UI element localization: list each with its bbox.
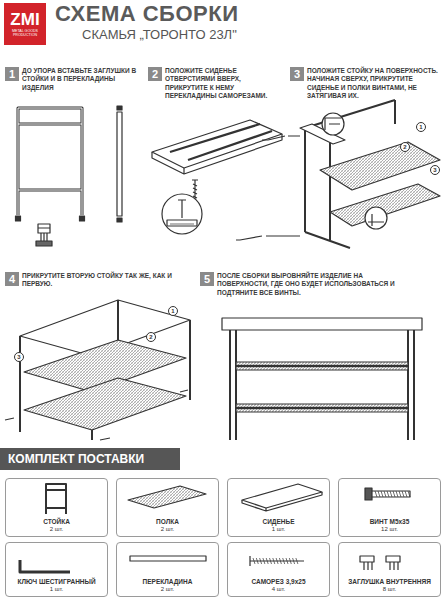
thread-stroke [283,558,285,564]
node-subtext: 2 шт. [50,526,64,533]
thread-stroke [273,558,275,564]
node-text: КОМПЛЕКТ ПОСТАВКИ [8,452,144,466]
node-text: 2 [152,68,158,80]
callout-number: 3 [14,352,24,362]
node-subtext: 4 шт. [272,586,286,593]
node-text: ПОЛКА [156,518,179,526]
node-text: 5 [204,273,210,285]
node-subtext: 12 шт. [381,526,398,533]
thread-stroke [296,558,298,564]
thread-stroke [289,558,291,564]
callout-number: 2 [146,332,156,342]
thread-stroke [387,491,389,497]
logo-box: ZMI METAL GOODS PRODUCTION [4,3,46,45]
node-text: 3 [433,167,436,173]
thread-stroke [279,558,281,564]
thread-stroke [384,491,386,497]
node-text: 1 [9,68,15,80]
step-number: 5 [200,272,214,286]
step-instruction: ПОСЛЕ СБОРКИ ВЫРОВНЯЙТЕ ИЗДЕЛИЕ НА ПОВЕР… [217,272,402,297]
thread-stroke [375,491,377,497]
node-text: ЗАГЛУШКА ВНУТРЕННЯЯ [348,578,431,586]
part-box: СИДЕНЬЕ1 шт. [227,478,330,537]
thread-stroke [408,491,410,497]
node-subtext: 2 шт. [161,586,175,593]
step-number: 3 [290,67,304,81]
thread-stroke [396,491,398,497]
part-box: ПЕРЕКЛАДИНА2 шт. [116,542,219,597]
thread-stroke [399,491,401,497]
step-instruction: ПРИКРУТИТЕ ВТОРУЮ СТОЙКУ ТАК ЖЕ, КАК И П… [22,272,172,289]
node-text: САМОРЕЗ 3,9х25 [251,578,305,586]
thread-stroke [393,491,395,497]
node-subtext: 1 шт. [272,526,286,533]
thread-stroke [381,491,383,497]
node-text: ВИНТ М5х35 [370,518,410,526]
node-text: СИДЕНЬЕ [262,518,294,526]
thread-stroke [266,558,268,564]
step-number: 1 [5,67,19,81]
section-banner: КОМПЛЕКТ ПОСТАВКИ [0,448,180,470]
node-subtext: 1 шт. [50,586,64,593]
node-subtext: METAL GOODS PRODUCTION [6,30,44,38]
node-text: 3 [17,354,20,360]
thread-stroke [402,491,404,497]
callout-number: 1 [168,306,178,316]
node-text: ZMI [10,11,39,28]
callout-number: 2 [400,142,410,152]
callout-number: 3 [430,165,440,175]
node-text: ПЕРЕКЛАДИНА [143,578,193,586]
part-box: САМОРЕЗ 3,9х254 шт. [227,542,330,597]
part-box: КЛЮЧ ШЕСТИГРАННЫЙ1 шт. [5,542,108,597]
step-number: 2 [148,67,162,81]
step-instruction: ДО УПОРА ВСТАВЬТЕ ЗАГЛУШКИ В СТОЙКИ И В … [22,67,140,92]
thread-stroke [260,558,262,564]
thread-stroke [256,558,258,564]
thread-stroke [270,558,272,564]
thread-stroke [405,491,407,497]
node-text: 2 [149,334,152,340]
thread-stroke [378,491,380,497]
page-title: СХЕМА СБОРКИ [55,1,238,27]
part-box: СТОЙКА2 шт. [5,478,108,537]
step-instruction: ПОЛОЖИТЕ СИДЕНЬЕ ОТВЕРСТИЯМИ ВВЕРХ, ПРИК… [165,67,283,101]
thread-stroke [253,558,255,564]
node-text: 1 [419,124,422,130]
step-instruction: ПОЛОЖИТЕ СТОЙКУ НА ПОВЕРХНОСТЬ. НАЧИНАЯ … [307,67,442,101]
node-text: 1 [171,308,174,314]
thread-stroke [293,558,295,564]
part-box: ВИНТ М5х3512 шт. [338,478,441,537]
thread-stroke [276,558,278,564]
node-text: 3 [294,68,300,80]
thread-stroke [263,558,265,564]
node-subtext: 2 шт. [161,526,175,533]
step-number: 4 [5,272,19,286]
node-text: 2 [403,144,406,150]
part-box: ПОЛКА2 шт. [116,478,219,537]
node-text: СТОЙКА [43,518,70,526]
node-text: 4 [9,273,15,285]
node-text: КЛЮЧ ШЕСТИГРАННЫЙ [17,578,95,586]
subtitle: СКАМЬЯ „ТОРОНТО 23Л" [82,27,302,43]
node-subtext: 8 шт. [383,586,397,593]
part-box: ЗАГЛУШКА ВНУТРЕННЯЯ8 шт. [338,542,441,597]
callout-number: 1 [416,122,426,132]
thread-stroke [390,491,392,497]
thread-stroke [286,558,288,564]
